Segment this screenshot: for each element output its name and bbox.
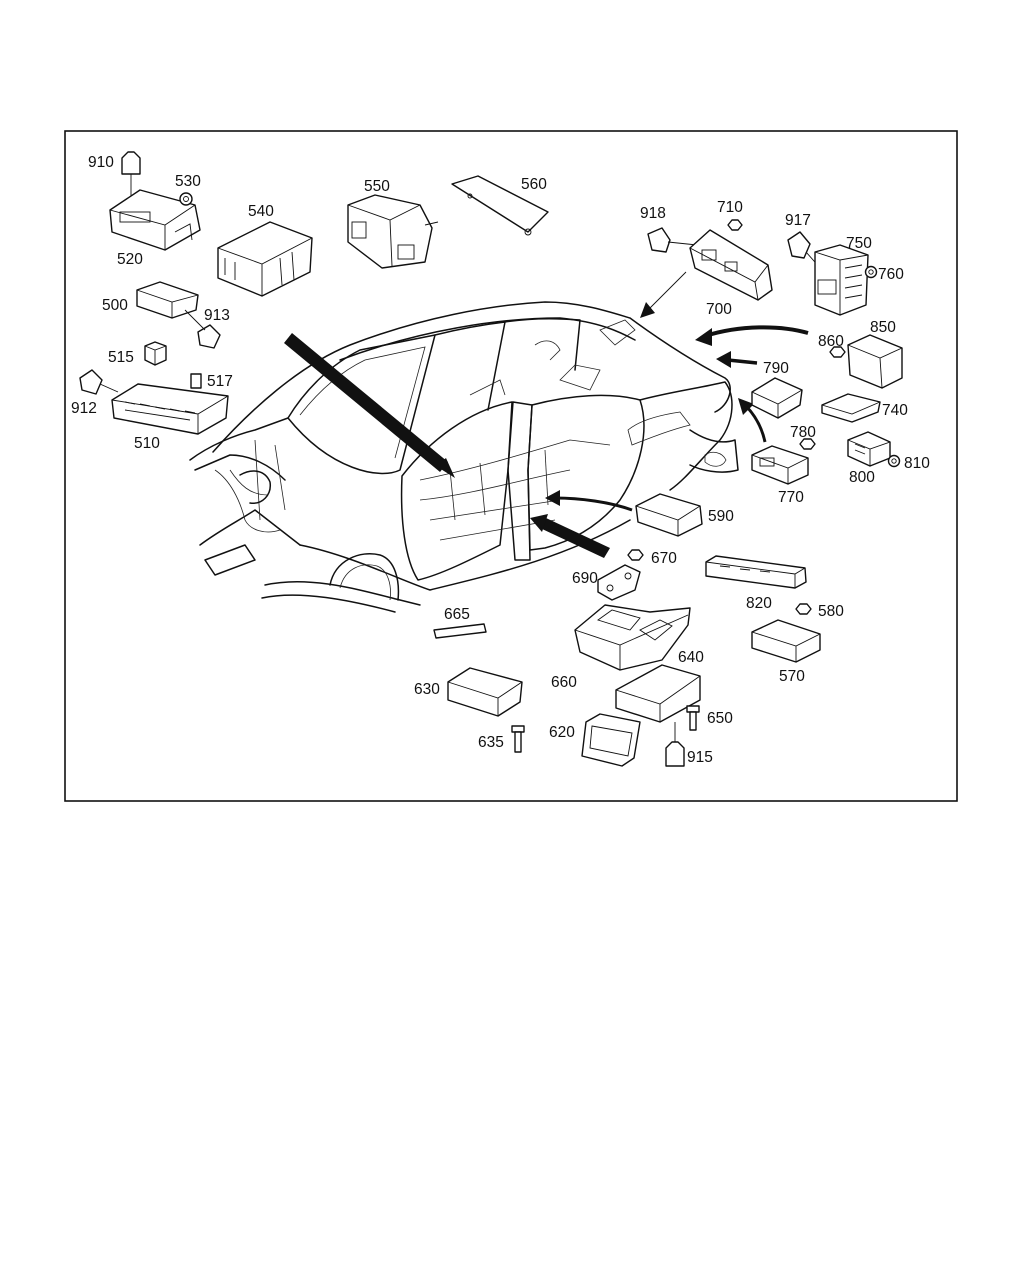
callout-850: 850 — [870, 319, 896, 336]
part-670-nut — [627, 549, 644, 561]
arrow-700-head — [640, 302, 655, 318]
callout-630: 630 — [414, 681, 440, 698]
callout-660: 660 — [551, 674, 577, 691]
callout-515: 515 — [108, 349, 134, 366]
callout-913: 913 — [204, 307, 230, 324]
callout-860: 860 — [818, 333, 844, 350]
part-690-bracket — [597, 564, 641, 601]
callout-800: 800 — [849, 469, 875, 486]
arrow-860-head — [695, 328, 712, 346]
part-800-module — [847, 431, 891, 467]
callout-560: 560 — [521, 176, 547, 193]
callout-670: 670 — [651, 550, 677, 567]
callout-760: 760 — [878, 266, 904, 283]
part-918-label — [647, 227, 698, 253]
callout-510: 510 — [134, 435, 160, 452]
callout-labels: 910 530 520 540 550 560 918 710 917 750 … — [71, 154, 930, 766]
arrow-floor-head — [530, 514, 548, 532]
callout-770: 770 — [778, 489, 804, 506]
indicator-arrows — [284, 271, 809, 558]
part-530-nut — [179, 192, 193, 206]
callout-540: 540 — [248, 203, 274, 220]
part-580-nut — [795, 603, 812, 615]
arrow-590-head — [545, 490, 560, 506]
part-820-module — [705, 555, 807, 589]
part-912-label — [79, 369, 119, 395]
callout-740: 740 — [882, 402, 908, 419]
part-630-module — [447, 667, 523, 717]
part-640-module — [615, 664, 701, 723]
callout-918: 918 — [640, 205, 666, 222]
callout-912: 912 — [71, 400, 97, 417]
callout-910: 910 — [88, 154, 114, 171]
callout-520: 520 — [117, 251, 143, 268]
part-780-nut — [799, 438, 816, 450]
arrow-interior — [284, 333, 448, 472]
part-620-display — [581, 713, 641, 767]
callout-635: 635 — [478, 734, 504, 751]
callout-550: 550 — [364, 178, 390, 195]
part-510-fusebox — [111, 383, 229, 435]
diagram-frame — [64, 130, 958, 802]
callout-665: 665 — [444, 606, 470, 623]
callout-640: 640 — [678, 649, 704, 666]
part-850-module — [847, 334, 903, 389]
part-515-relay — [144, 341, 167, 366]
part-790-cover — [751, 377, 803, 419]
part-740-module — [821, 393, 881, 423]
callout-915: 915 — [687, 749, 713, 766]
callout-750: 750 — [846, 235, 872, 252]
callout-917: 917 — [785, 212, 811, 229]
part-550-fusebox — [347, 194, 439, 269]
part-700-module — [689, 229, 773, 301]
callout-517: 517 — [207, 373, 233, 390]
part-635-bolt — [511, 725, 525, 753]
callout-500: 500 — [102, 297, 128, 314]
callout-820: 820 — [746, 595, 772, 612]
callout-780: 780 — [790, 424, 816, 441]
part-590-module — [635, 493, 703, 537]
part-500-module — [136, 281, 199, 319]
part-710-nut — [727, 219, 743, 231]
callout-570: 570 — [779, 668, 805, 685]
part-665-strip — [433, 623, 487, 639]
arrow-interior-head — [436, 458, 455, 478]
part-540-cover — [217, 221, 313, 297]
part-760-nut — [864, 265, 878, 279]
arrow-floor — [540, 518, 610, 558]
callout-590: 590 — [708, 508, 734, 525]
callout-810: 810 — [904, 455, 930, 472]
part-520-module — [109, 189, 201, 251]
part-770-module — [751, 445, 809, 485]
callout-580: 580 — [818, 603, 844, 620]
callout-700: 700 — [706, 301, 732, 318]
part-750-fusebox — [814, 244, 869, 316]
part-860-nut — [829, 346, 846, 358]
callout-650: 650 — [707, 710, 733, 727]
part-570-module — [751, 619, 821, 663]
part-650-bolt — [686, 705, 700, 731]
part-915-label — [665, 722, 685, 767]
part-810-nut — [887, 454, 901, 468]
callout-530: 530 — [175, 173, 201, 190]
arrow-790-head — [716, 351, 731, 368]
part-913-label — [184, 309, 221, 349]
part-660-bracket — [574, 604, 691, 671]
callout-790: 790 — [763, 360, 789, 377]
part-560-panel — [451, 175, 549, 236]
callout-620: 620 — [549, 724, 575, 741]
callout-710: 710 — [717, 199, 743, 216]
arrow-770-head — [738, 398, 754, 415]
part-517-fuse — [190, 373, 202, 389]
callout-690: 690 — [572, 570, 598, 587]
